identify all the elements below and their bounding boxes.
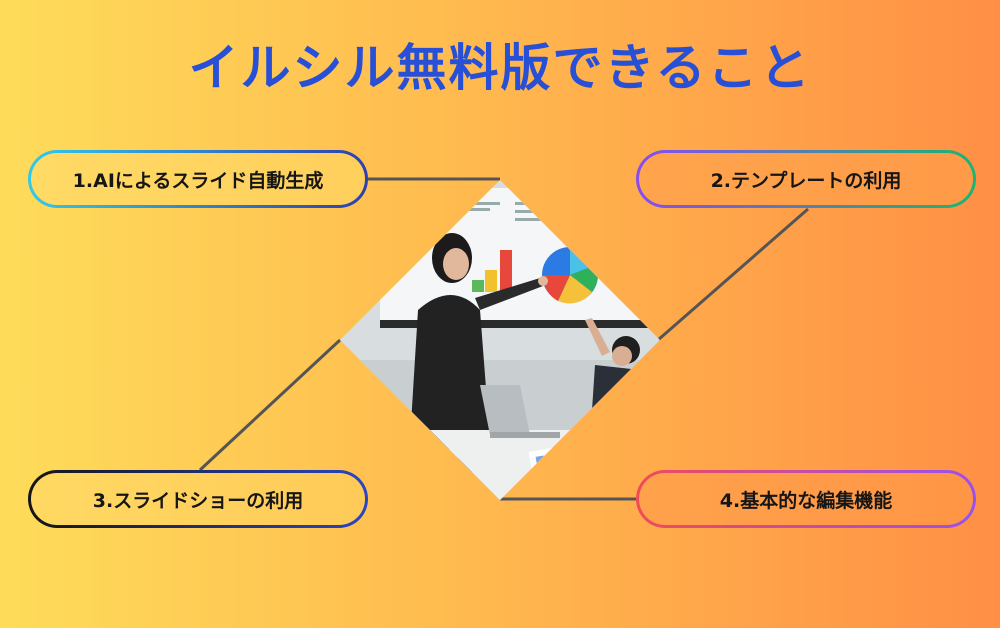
feature-pill-basic-editing: 4.基本的な編集機能 [636,470,976,528]
feature-label: 3.スライドショーの利用 [31,473,365,525]
page-title: イルシル無料版できること [188,39,812,97]
feature-label: 2.テンプレートの利用 [639,153,973,205]
feature-label: 1.AIによるスライド自動生成 [31,153,365,205]
connector-line-3 [198,338,342,472]
feature-pill-slideshow: 3.スライドショーの利用 [28,470,368,528]
connector-line-2 [657,207,809,342]
feature-pill-ai-slide-generation: 1.AIによるスライド自動生成 [28,150,368,208]
feature-label: 4.基本的な編集機能 [639,473,973,525]
presentation-photo [340,180,660,500]
feature-pill-templates: 2.テンプレートの利用 [636,150,976,208]
